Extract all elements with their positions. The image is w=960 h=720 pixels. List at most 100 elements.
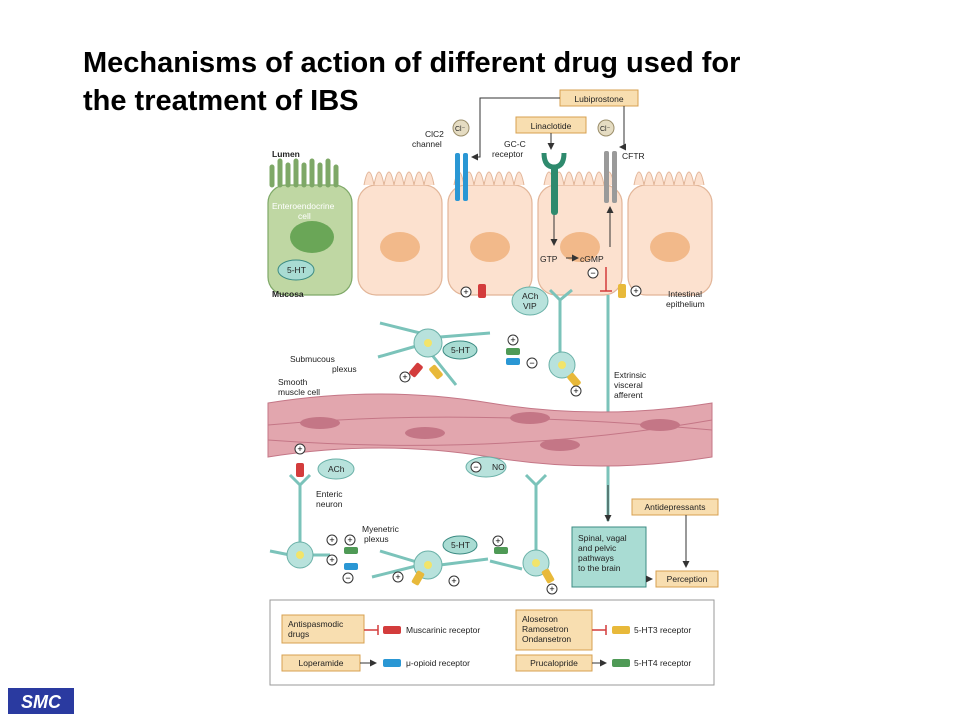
chloride-ion-icon — [452, 119, 470, 137]
intestinal-epithelium-label-1: Intestinal — [668, 289, 702, 299]
smooth-muscle-layer — [267, 393, 713, 467]
slide-title: Mechanisms of action of different drug u… — [83, 44, 883, 120]
legend-ht4-label: 5-HT4 receptor — [634, 658, 691, 668]
enteroendocrine-label-2: cell — [298, 211, 311, 221]
minus-sign: − — [529, 358, 534, 368]
legend — [269, 599, 715, 686]
pathway-label-2: and pelvic — [578, 543, 617, 553]
minus-sign: − — [345, 573, 350, 583]
gcc-receptor-icon — [541, 152, 567, 215]
serotonin-submucous-vesicle — [442, 340, 478, 360]
lumen-label: Lumen — [272, 149, 300, 159]
no-label: NO — [492, 462, 505, 472]
serotonin-myenteric-vesicle — [442, 535, 478, 555]
ht3-receptor-legend-icon — [612, 626, 630, 634]
smooth-muscle-label-2: muscle cell — [278, 387, 320, 397]
serotonin-granule — [277, 259, 315, 281]
legend-prucalopride-label: Prucalopride — [530, 658, 578, 668]
submucous-label-2: plexus — [332, 364, 357, 374]
title-line-1: Mechanisms of action of different drug u… — [83, 47, 741, 79]
enteroendocrine-serotonin-label: 5-HT — [287, 265, 306, 275]
smc-logo: SMC — [8, 688, 74, 714]
muscarinic-receptor-muscle — [296, 463, 304, 477]
lubiprostone-to-cftr-arrow — [619, 106, 626, 151]
extrinsic-label-1: Extrinsic — [614, 370, 647, 380]
ach-myenteric-label: ACh — [328, 464, 345, 474]
ht3-receptor-myenteric-right — [541, 568, 555, 584]
antidepressants-box — [631, 498, 719, 516]
submucous-neuron — [377, 321, 491, 386]
ht3-receptor-myenteric — [411, 570, 425, 586]
absorptive-cell — [447, 171, 533, 296]
smooth-muscle-label-1: Smooth — [278, 377, 308, 387]
intestinal-epithelium-label-2: epithelium — [666, 299, 705, 309]
cgmp-label: cGMP — [580, 254, 604, 264]
submucous-neuron — [548, 288, 576, 379]
ach-myenteric-vesicle — [317, 458, 355, 480]
gtp-label: GTP — [540, 254, 558, 264]
pathway-label-3: pathways — [578, 553, 614, 563]
muscarinic-receptor-legend-icon — [383, 626, 401, 634]
minus-sign: − — [473, 462, 478, 472]
plus-sign: + — [549, 584, 554, 594]
myenteric-neuron — [489, 473, 550, 577]
clc2-channel-icon — [455, 153, 468, 201]
legend-loperamide-label: Loperamide — [299, 658, 344, 668]
serotonin-submucous-label: 5-HT — [451, 345, 470, 355]
clc2-label-1: ClC2 — [425, 129, 444, 139]
submucous-label-1: Submucous — [290, 354, 335, 364]
ibs-drug-mechanism-diagram: + − + + − + + + − + + + − + + + + Lumen … — [267, 89, 719, 686]
perception-label: Perception — [667, 574, 708, 584]
legend-alosetron-label: Alosetron — [522, 614, 558, 624]
perception-box — [655, 570, 719, 588]
ach-vip-vesicle — [511, 286, 549, 316]
plus-sign: + — [633, 286, 638, 296]
lubiprostone-to-clc2-arrow — [471, 97, 560, 161]
ht4-receptor-myenteric — [344, 547, 358, 554]
enteric-neuron — [269, 473, 330, 569]
chloride-ion-icon — [597, 119, 615, 137]
legend-ramosetron-label: Ramosetron — [522, 624, 569, 634]
antidepressants-label: Antidepressants — [645, 502, 706, 512]
legend-ondansetron-label: Ondansetron — [522, 634, 571, 644]
legend-muscarinic-label: Muscarinic receptor — [406, 625, 480, 635]
plus-sign: + — [463, 287, 468, 297]
spinal-pathway-box — [571, 526, 647, 588]
smc-logo-text: SMC — [21, 692, 62, 712]
mucosa-label: Mucosa — [272, 289, 304, 299]
title-line-2: the treatment of IBS — [83, 85, 359, 117]
myenteric-label-2: plexus — [364, 534, 389, 544]
pathway-label-1: Spinal, vagal — [578, 533, 627, 543]
serotonin-myenteric-label: 5-HT — [451, 540, 470, 550]
legend-opioid-label: μ-opioid receptor — [406, 658, 470, 668]
vip-label: VIP — [523, 301, 537, 311]
legend-antispasmodic-box — [281, 614, 365, 644]
opioid-receptor-myenteric — [344, 563, 358, 570]
enteroendocrine-cell — [267, 158, 353, 296]
plus-sign: + — [402, 372, 407, 382]
ht3-receptor-afferent-lower — [567, 372, 581, 388]
chloride-label-cftr: Cl⁻ — [600, 126, 611, 133]
plus-sign: + — [573, 386, 578, 396]
pathway-label-4: to the brain — [578, 563, 621, 573]
absorptive-cell — [537, 171, 623, 296]
plus-sign: + — [451, 576, 456, 586]
plus-sign: + — [329, 535, 334, 545]
plus-sign: + — [297, 444, 302, 454]
cftr-channel-icon — [604, 151, 617, 203]
minus-sign: − — [590, 268, 595, 278]
chloride-label-clc2: Cl⁻ — [455, 126, 466, 133]
plus-sign: + — [329, 555, 334, 565]
plus-sign: + — [347, 535, 352, 545]
gcc-label-2: receptor — [492, 149, 523, 159]
cgmp-inhibits-afferent — [600, 267, 612, 292]
myenteric-label-1: Myenetric — [362, 524, 400, 534]
ht4-receptor-legend-icon — [612, 659, 630, 667]
muscarinic-receptor-epithelium — [478, 284, 486, 298]
legend-antispasmodic-label-1: Antispasmodic — [288, 619, 344, 629]
ach-submucous-label: ACh — [522, 291, 539, 301]
myenteric-neuron — [371, 549, 489, 580]
gcc-label-1: GC-C — [504, 139, 526, 149]
ht3-receptor-afferent — [618, 284, 626, 298]
legend-serotonin-antagonists-box — [515, 609, 593, 651]
